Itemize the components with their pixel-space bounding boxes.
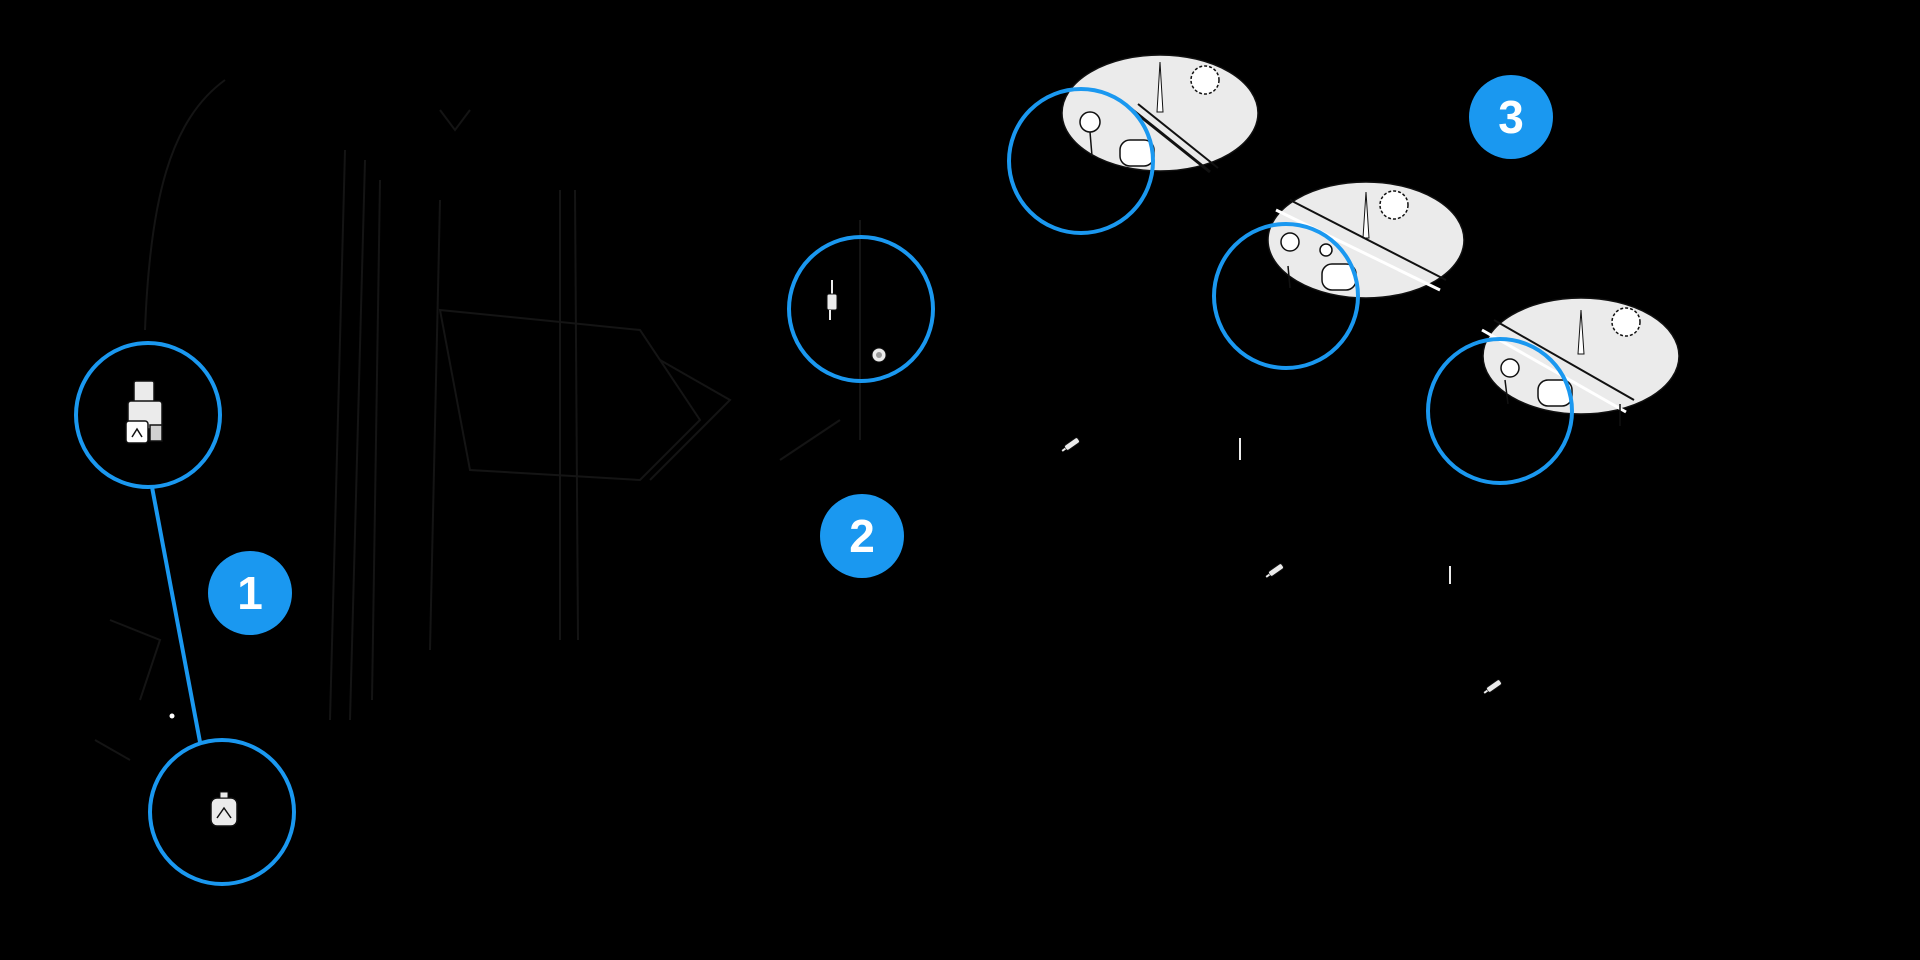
pin-icon [169,713,175,719]
step-1-group [74,341,296,886]
callout-circle-tank-3 [1426,337,1574,485]
tank-lid-3 [1481,297,1680,426]
callout-circle-valve [148,738,296,886]
tank-lid-1 [1061,54,1259,174]
pump-assembly-icon [125,380,163,444]
step-badge-label: 2 [849,510,875,562]
step-3-group [1007,54,1680,694]
callout-connector-line [150,486,202,743]
callout-circle-fitting [787,235,935,383]
hose-connector-icon [826,280,838,320]
tank-lid-2 [1267,181,1465,299]
callout-circle-tank-1 [1007,87,1155,235]
step-badge-label: 3 [1498,91,1524,143]
hose-connector-icon [1265,563,1284,578]
hose-connector-icon [1483,679,1502,694]
valve-fitting-icon [210,791,238,827]
callout-circle-tank-2 [1212,222,1360,370]
valve-fitting-icon [871,347,887,363]
step-2-group [787,235,935,383]
step-badge-2: 2 [820,494,904,578]
step-badge-label: 1 [237,567,263,619]
step-badge-1: 1 [208,551,292,635]
faint-background-linework [94,79,861,761]
callout-circle-pump [74,341,222,489]
step-badge-3: 3 [1469,75,1553,159]
hose-connector-icon [1061,437,1080,452]
